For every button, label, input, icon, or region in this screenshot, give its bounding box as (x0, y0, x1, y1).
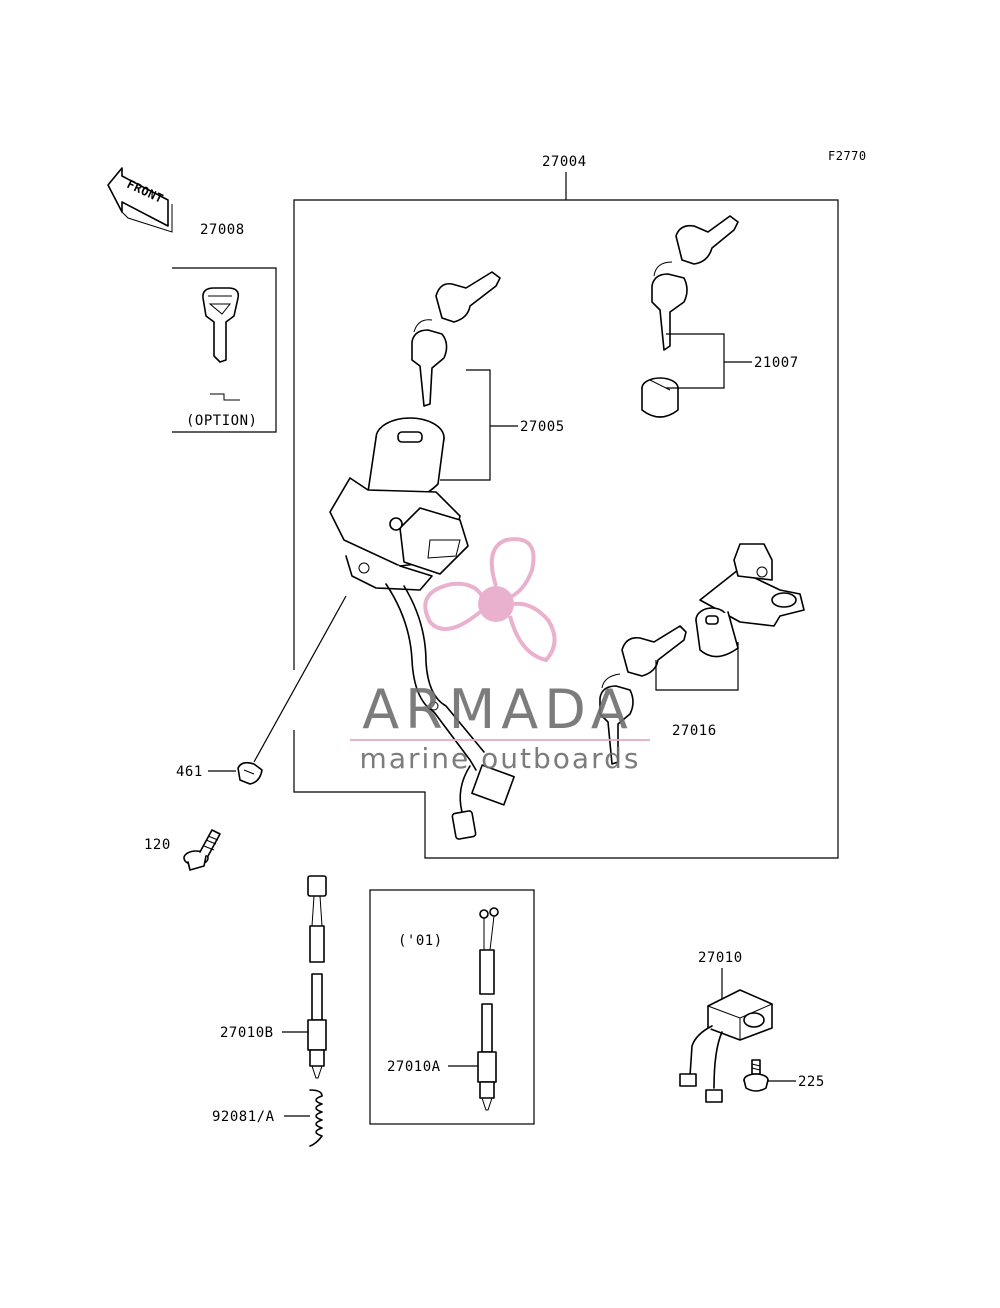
variant-box-01 (369, 889, 535, 1125)
relay-27010-icon (679, 989, 773, 1103)
label-92081: 92081/A (212, 1109, 275, 1125)
seat-lock-keys-icon (651, 215, 739, 351)
screw-225-icon (743, 1059, 769, 1092)
label-21007: 21007 (754, 355, 799, 371)
option-label: (OPTION) (186, 413, 257, 429)
label-year-01: ('01) (398, 933, 443, 949)
label-27016: 27016 (672, 723, 717, 739)
front-arrow-icon: FRONT (107, 167, 173, 233)
option-symbol-icon (210, 393, 240, 401)
label-27005: 27005 (520, 419, 565, 435)
label-461: 461 (176, 764, 203, 780)
label-27010B: 27010B (220, 1025, 274, 1041)
label-27004: 27004 (542, 154, 587, 170)
label-27010: 27010 (698, 950, 743, 966)
watermark-tagline: marine outboards (360, 742, 641, 775)
switch-27010A-icon (477, 907, 499, 1111)
label-27010A: 27010A (387, 1059, 441, 1075)
clip-461-icon (237, 761, 263, 785)
steering-lock-keys-icon (599, 625, 687, 765)
bolt-120-icon (183, 829, 221, 871)
figure-code: F2770 (828, 149, 867, 163)
switch-27010B-icon (307, 875, 327, 1079)
assembly-box-27004 (293, 172, 839, 859)
lock-cylinder-21007-icon (641, 377, 679, 418)
label-120: 120 (144, 837, 171, 853)
label-27008: 27008 (200, 222, 245, 238)
steering-lock-icon (695, 543, 805, 658)
label-225: 225 (798, 1074, 825, 1090)
spring-92081-icon (309, 1089, 323, 1147)
ignition-keys-icon (411, 271, 501, 407)
option-box (172, 267, 277, 433)
armada-watermark: ARMADA marine outboards (350, 537, 650, 775)
option-key-icon (202, 287, 240, 363)
ignition-switch-icon (329, 417, 515, 840)
propeller-logo-icon (423, 537, 557, 663)
watermark-brand: ARMADA (362, 678, 634, 741)
